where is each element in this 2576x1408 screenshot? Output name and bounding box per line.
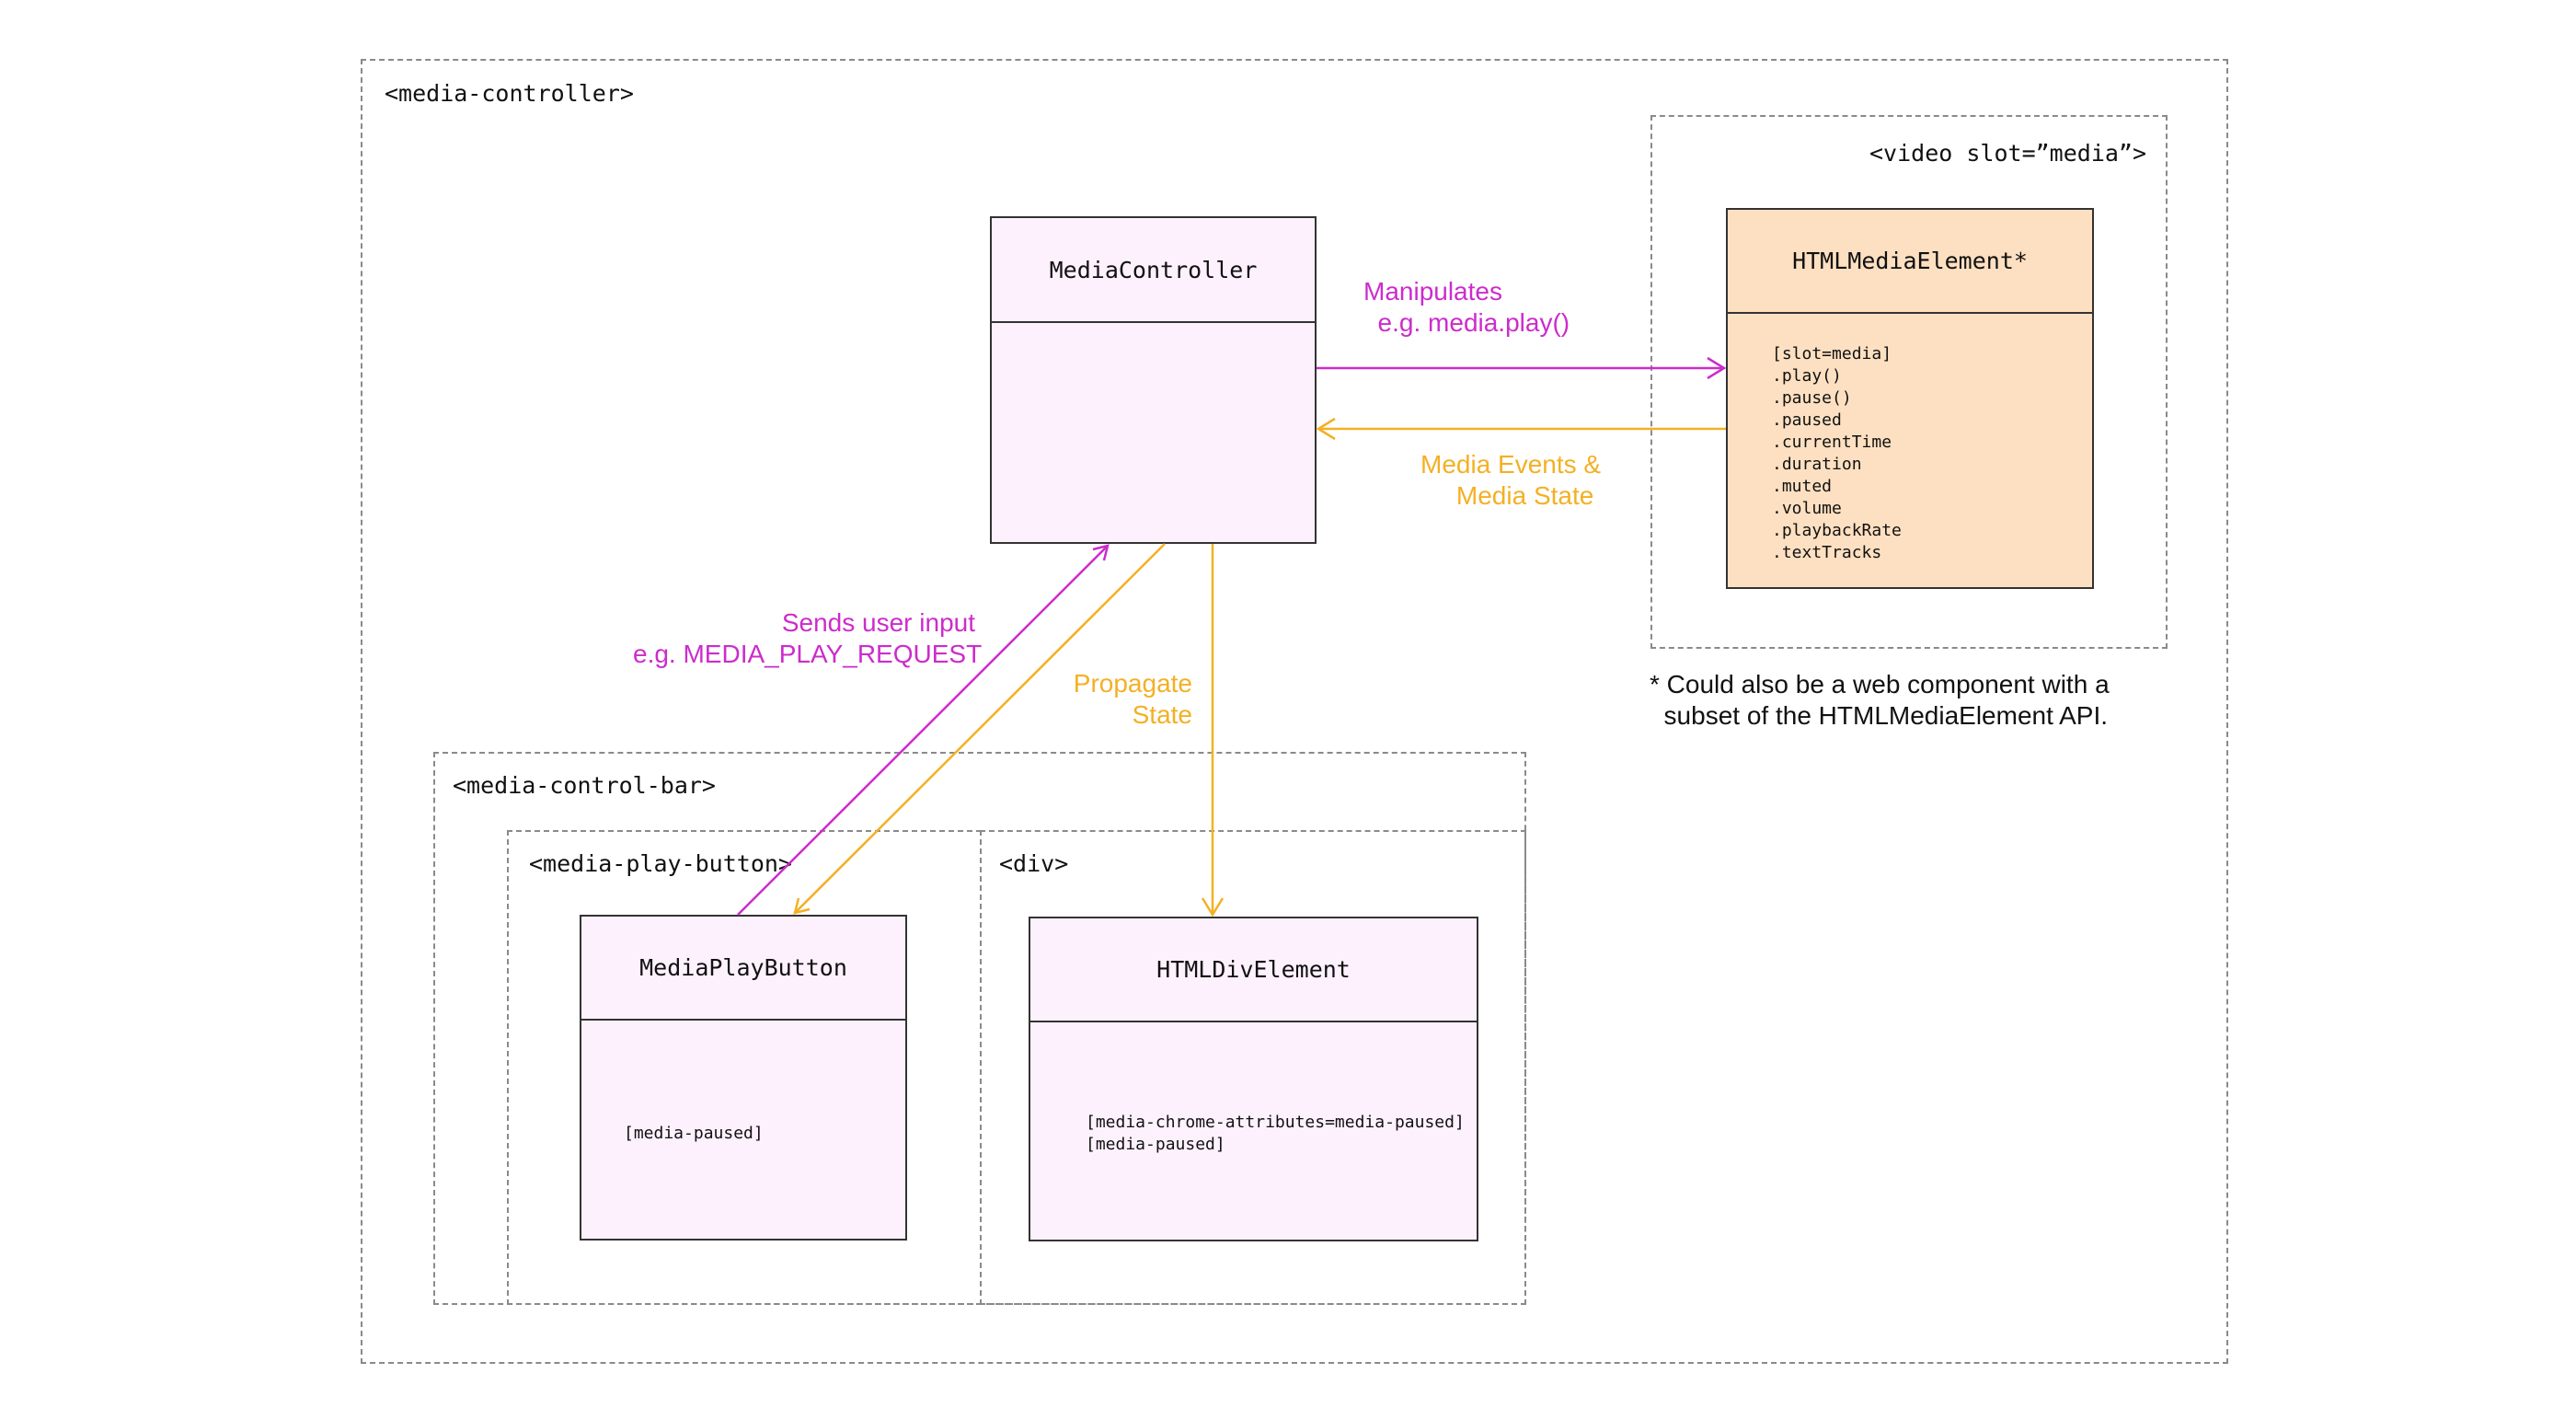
- propagate-state-label: Propagate State: [1073, 669, 1192, 729]
- propagate-state-arrow-div: [1201, 544, 1225, 918]
- media-controller-box: MediaController: [990, 216, 1317, 544]
- div-frame: [980, 830, 1526, 1305]
- div-frame-label: <div>: [999, 850, 1069, 877]
- play-button-frame-label: <media-play-button>: [529, 850, 792, 877]
- manipulates-label: Manipulates e.g. media.play(): [1363, 277, 1570, 337]
- media-events-label: Media Events & Media State: [1420, 450, 1602, 510]
- media-controller-frame-label: <media-controller>: [385, 80, 634, 107]
- media-play-button-attributes: [media-paused]: [624, 1124, 764, 1143]
- media-controller-frame: [361, 59, 2228, 1364]
- media-play-button-box: MediaPlayButton [media-paused]: [580, 915, 907, 1241]
- propagate-state-arrow-play: [793, 543, 1166, 915]
- manipulates-arrow: [1317, 356, 1727, 380]
- video-slot-frame-label: <video slot=”media”>: [1869, 140, 2147, 167]
- html-div-element-attributes: [media-chrome-attributes=media-paused] […: [1086, 1113, 1465, 1154]
- sends-user-input-arrow: [737, 544, 1110, 916]
- control-bar-frame-label: <media-control-bar>: [453, 772, 716, 799]
- html-div-element-title: HTMLDivElement: [1030, 918, 1477, 1022]
- html-div-element-box: HTMLDivElement [media-chrome-attributes=…: [1029, 917, 1478, 1241]
- media-play-button-title: MediaPlayButton: [581, 917, 905, 1021]
- media-controller-title: MediaController: [992, 218, 1315, 323]
- footnote: * Could also be a web component with a s…: [1650, 670, 2110, 730]
- video-slot-frame: [1650, 115, 2168, 649]
- html-media-element-title: HTMLMediaElement*: [1728, 210, 2092, 314]
- html-media-element-box: HTMLMediaElement* [slot=media] .play() .…: [1726, 208, 2094, 589]
- html-media-element-api-list: [slot=media] .play() .pause() .paused .c…: [1772, 344, 1902, 562]
- media-events-arrow: [1316, 417, 1726, 441]
- sends-user-input-label: Sends user input e.g. MEDIA_PLAY_REQUEST: [633, 608, 983, 668]
